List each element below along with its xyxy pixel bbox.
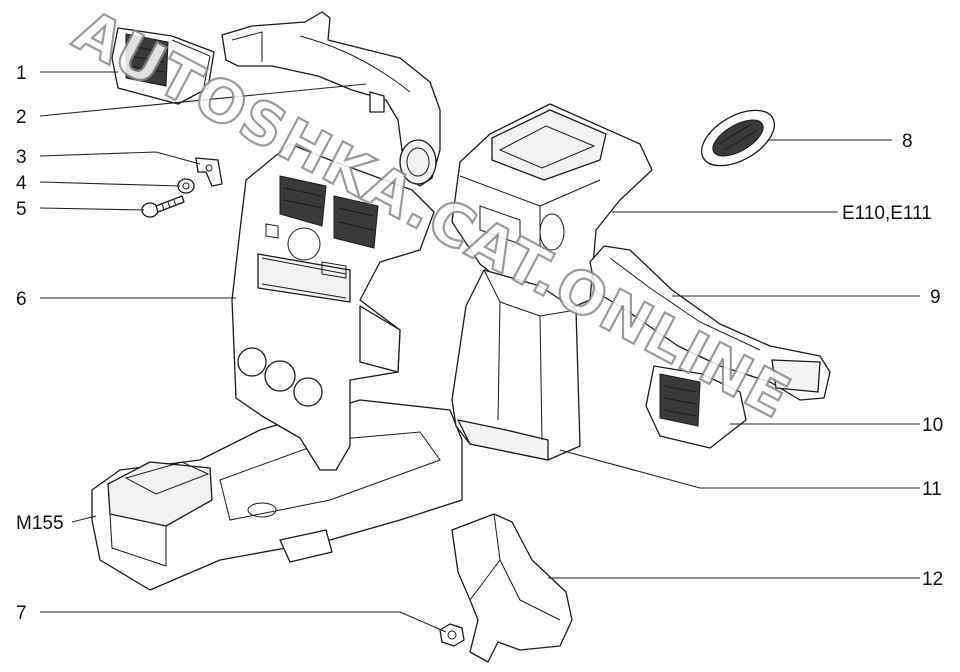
part-9-right-duct[interactable] (589, 245, 831, 401)
callout-10: 10 (922, 415, 943, 436)
callout-e110-e111: E110,E111 (842, 203, 932, 224)
callout-4: 4 (16, 173, 27, 194)
part-5-screw[interactable] (141, 195, 185, 218)
part-11-lower-duct[interactable] (451, 269, 581, 461)
part-m155-console[interactable] (91, 399, 463, 591)
part-1-side-vent[interactable] (111, 27, 215, 105)
callout-9: 9 (930, 287, 941, 308)
callout-6: 6 (16, 289, 27, 310)
part-12-floor-duct[interactable] (451, 513, 573, 663)
part-2-air-duct[interactable] (221, 11, 441, 187)
callout-labels: 1 2 3 4 5 6 7 M155 8 E110,E111 9 10 11 1… (16, 63, 943, 624)
part-8-oval-vent[interactable] (692, 99, 783, 177)
part-4-washer[interactable] (177, 178, 195, 194)
leader-lines (39, 71, 920, 633)
part-3-clip[interactable] (195, 157, 223, 187)
callout-2: 2 (16, 107, 27, 128)
part-e110-heater-unit[interactable] (451, 103, 653, 311)
callout-7: 7 (16, 603, 27, 624)
callout-5: 5 (16, 199, 27, 220)
callout-3: 3 (16, 147, 27, 168)
part-10-right-vent[interactable] (645, 365, 747, 449)
callout-1: 1 (16, 63, 27, 84)
callout-m155: M155 (16, 513, 64, 534)
callout-8: 8 (902, 131, 913, 152)
part-6-center-panel[interactable] (231, 143, 435, 471)
callout-12: 12 (922, 569, 943, 590)
callout-11: 11 (922, 479, 942, 500)
part-7-nut[interactable] (439, 623, 465, 647)
watermark-text: AUTOSHKA.CAT.ONLINE (63, 0, 802, 432)
